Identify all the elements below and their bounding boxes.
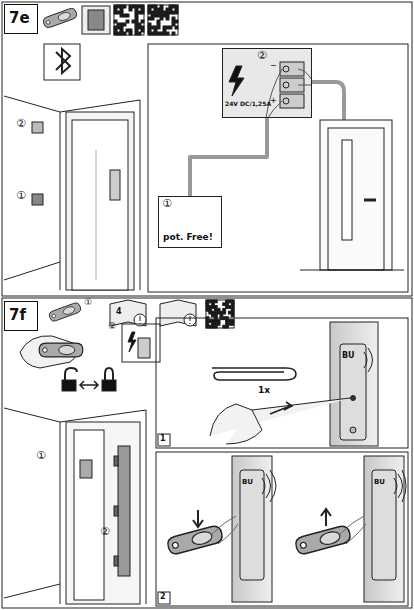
- callout-label: ①: [84, 298, 92, 308]
- node-text: 7f: [9, 307, 26, 324]
- callout-label: +: [270, 97, 277, 106]
- callout-label: ②: [16, 118, 26, 130]
- callout-label: ①: [16, 190, 26, 202]
- node-text: 7e: [9, 10, 30, 27]
- callout-label: 1: [160, 435, 166, 444]
- switch-box: ① pot. Free!: [158, 196, 222, 248]
- node-text: pot. Free!: [163, 233, 213, 243]
- node-text: 24V DC/1,25A: [225, 101, 271, 108]
- callout-label: 2: [160, 593, 166, 602]
- callout-number: ②: [257, 50, 267, 62]
- step-box: 7f: [4, 301, 38, 331]
- terminal-box: ② 24V DC/1,25A: [222, 48, 312, 118]
- step-box: 7e: [4, 4, 38, 34]
- callout-label: BU: [242, 479, 253, 487]
- callout-label: 1x: [258, 386, 270, 396]
- callout-label: ①: [36, 450, 46, 462]
- callout-label: −: [270, 62, 277, 71]
- callout-number: ①: [162, 198, 172, 210]
- callout-label: ②: [100, 526, 110, 538]
- callout-label: BU: [374, 479, 385, 487]
- cable: [190, 118, 267, 196]
- callout-label: ②: [108, 322, 116, 332]
- callout-label: 4: [116, 308, 122, 317]
- callout-label: BU: [342, 352, 355, 361]
